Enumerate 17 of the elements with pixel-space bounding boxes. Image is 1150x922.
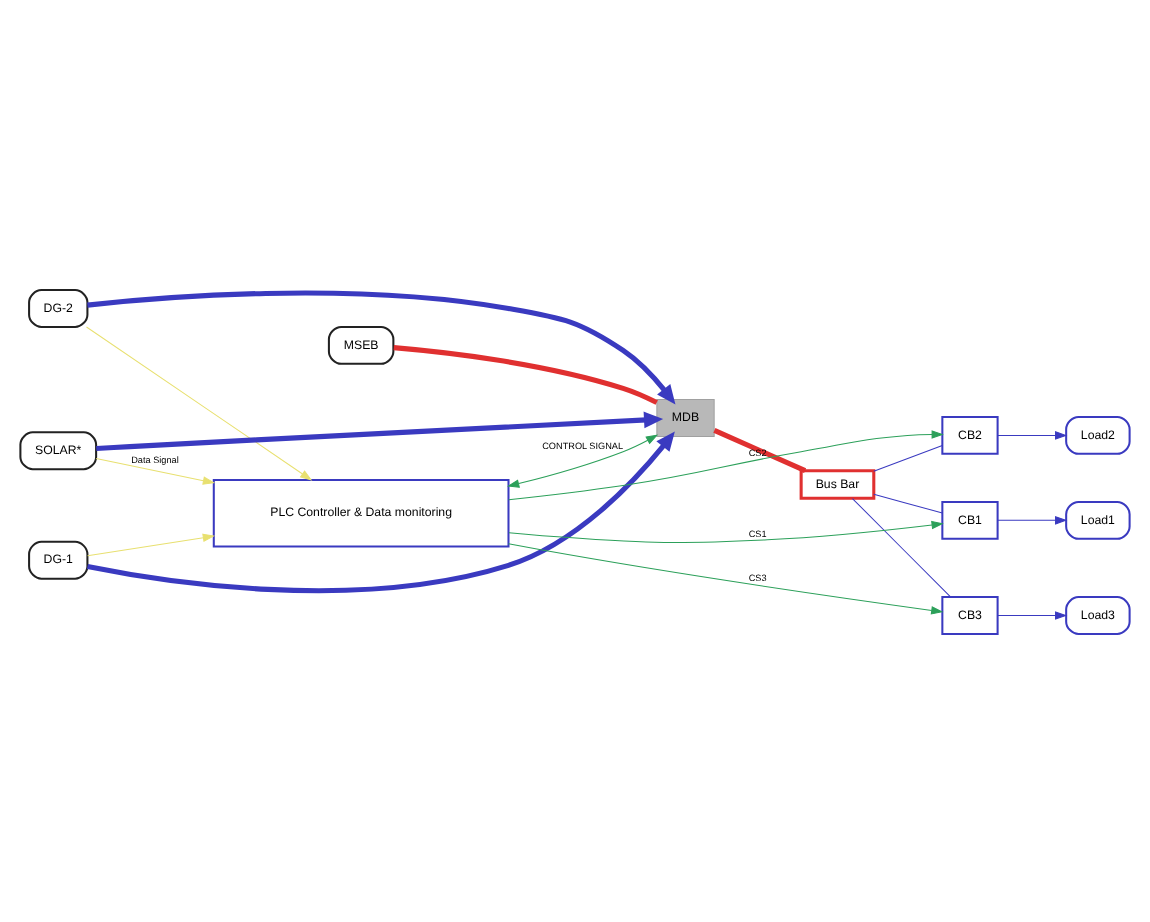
arrow [997, 610, 1068, 619]
arrow [95, 456, 216, 484]
arrow [87, 289, 676, 404]
arrow [87, 532, 216, 556]
arrow [86, 325, 313, 480]
connector [713, 427, 807, 472]
connector [873, 443, 943, 471]
arrow [87, 430, 675, 593]
connector [851, 497, 951, 597]
arrow [508, 519, 944, 542]
arrow [508, 542, 944, 614]
connector [393, 344, 658, 404]
arrow [997, 515, 1068, 524]
connector [873, 492, 943, 513]
arrow [96, 410, 664, 451]
arrow [507, 433, 659, 487]
arrow [997, 430, 1068, 439]
